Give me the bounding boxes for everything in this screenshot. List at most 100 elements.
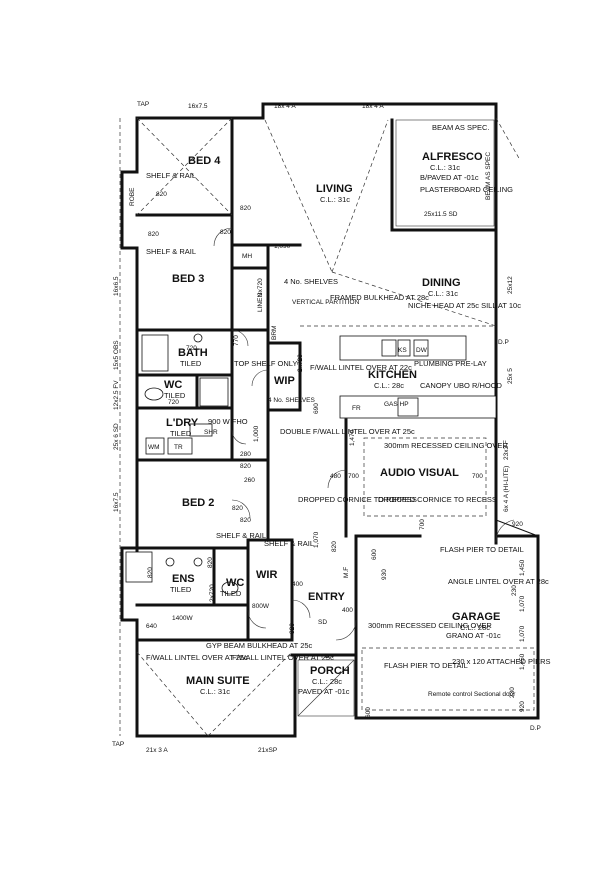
note-angle-lintel: ANGLE LINTEL OVER AT 28c bbox=[448, 577, 549, 586]
note-tr: TR bbox=[174, 444, 183, 451]
dim-int-41: 820 bbox=[147, 567, 154, 578]
alfresco-ceiling: PLASTERBOARD CEILING bbox=[420, 185, 513, 194]
note-shelf-d: SHELF & RAIL bbox=[264, 539, 314, 548]
note-double-lintel: DOUBLE F/WALL LINTEL OVER AT 25c bbox=[280, 427, 415, 436]
note-top-shelf: TOP SHELF ONLY bbox=[234, 359, 297, 368]
note-sd: 25x11.5 SD bbox=[424, 211, 458, 218]
dim-int-23: 820 bbox=[331, 541, 338, 552]
dim-int-8: 720 bbox=[186, 345, 197, 352]
dim-int-25: 930 bbox=[381, 569, 388, 580]
internal-dimensions: 820 820 820 820 1,090 3x720 770 720 720 … bbox=[146, 191, 526, 718]
dim-right-3: 6x 4 A (HI-LITE) bbox=[503, 466, 510, 512]
dim-int-37: 820 bbox=[207, 557, 214, 568]
note-flash-1: FLASH PIER TO DETAIL bbox=[440, 545, 524, 554]
note-flash-2: FLASH PIER TO DETAIL bbox=[384, 661, 468, 670]
note-remote: Remote control Sectional door bbox=[428, 691, 516, 698]
note-shelf-c: SHELF & RAIL bbox=[216, 531, 266, 540]
dim-int-5: 3x720 bbox=[257, 278, 264, 296]
dim-left-1: 15x5 OBS bbox=[113, 340, 120, 370]
fixtures bbox=[119, 117, 539, 737]
dining-cl: C.L.: 31c bbox=[428, 289, 458, 298]
dim-right-0: 25x12 bbox=[507, 276, 514, 294]
dim-int-30: 1,070 bbox=[519, 625, 526, 642]
room-alfresco: ALFRESCO bbox=[422, 151, 483, 163]
dim-int-36: 640 bbox=[146, 623, 157, 630]
living-cl: C.L.: 31c bbox=[320, 195, 350, 204]
dim-left-0: 16x6.5 bbox=[113, 276, 120, 296]
dim-left-3: 25x 6 SD bbox=[113, 423, 120, 450]
room-dining: DINING bbox=[422, 277, 461, 289]
wc1-tiled: TILED bbox=[164, 391, 186, 400]
note-fho: 900 W FHO bbox=[208, 417, 248, 426]
dim-right-2: 23x3 F bbox=[503, 440, 510, 460]
dim-bottom-0: 21x 3 A bbox=[146, 747, 168, 754]
dim-top-1: 16x7.5 bbox=[188, 103, 208, 110]
dim-int-20: 700 bbox=[472, 473, 483, 480]
note-recessed-av: 300mm RECESSED CEILING OVER bbox=[384, 441, 508, 450]
bath-tiled: TILED bbox=[180, 359, 202, 368]
room-wc2: WC bbox=[226, 577, 244, 589]
room-labels: BED 4 BED 3 BED 2 LIVING C.L.: 31c ALFRE… bbox=[164, 151, 513, 696]
room-wc1: WC bbox=[164, 379, 182, 391]
dim-int-27: 1,450 bbox=[519, 559, 526, 576]
dim-int-0: 820 bbox=[156, 191, 167, 198]
note-dw: DW bbox=[416, 347, 428, 354]
outer-walls bbox=[120, 102, 540, 738]
kitchen-cl: C.L.: 28c bbox=[374, 381, 404, 390]
dim-int-26: 920 bbox=[512, 521, 523, 528]
dim-int-21: 700 bbox=[419, 519, 426, 530]
dim-top-0: TAP bbox=[137, 101, 149, 108]
dim-int-34: 400 bbox=[292, 581, 303, 588]
dim-int-32: 230 bbox=[509, 687, 516, 698]
note-beam-v: BEAM AS SPEC bbox=[485, 152, 492, 200]
note-cornice-av: DROPPED CORNICE TO RECESS bbox=[378, 495, 497, 504]
note-beam: BEAM AS SPEC. bbox=[432, 123, 490, 132]
note-wm: WM bbox=[148, 444, 160, 451]
dim-int-39: 2x720 bbox=[209, 584, 216, 602]
dim-int-12: 2x720 bbox=[297, 354, 304, 372]
note-lintel-b: F/WALL LINTEL OVER AT 25c bbox=[232, 653, 334, 662]
room-ldry: L'DRY bbox=[166, 417, 199, 429]
room-wir: WIR bbox=[256, 569, 277, 581]
dim-left-4: 16x7.5 bbox=[113, 492, 120, 512]
dim-int-40: 600 bbox=[365, 707, 372, 718]
garage-grano: GRANO AT -01c bbox=[446, 631, 501, 640]
room-main-suite: MAIN SUITE bbox=[186, 675, 250, 687]
dim-int-2: 820 bbox=[148, 231, 159, 238]
dim-int-35: 400 bbox=[342, 607, 353, 614]
dim-int-11: 820 bbox=[232, 505, 243, 512]
room-wip: WIP bbox=[274, 375, 295, 387]
dim-int-29: 1,070 bbox=[519, 595, 526, 612]
note-lintel-a: F/WALL LINTEL OVER AT 25c bbox=[146, 653, 248, 662]
note-linen: LINEN bbox=[257, 293, 264, 312]
room-ens: ENS bbox=[172, 573, 195, 585]
room-bath: BATH bbox=[178, 347, 208, 359]
dim-int-6: 770 bbox=[233, 335, 240, 346]
note-mh: MH bbox=[242, 253, 252, 260]
note-niche: NICHE HEAD AT 25c SILL AT 10c bbox=[408, 301, 521, 310]
note-dp2: D.P bbox=[530, 725, 541, 732]
porch-cl: C.L.: 28c bbox=[312, 677, 342, 686]
note-dp: D.P bbox=[498, 339, 509, 346]
dimension-labels: TAP 16x7.5 18x 4 A 18x 4 A 25x12 25x 5 2… bbox=[112, 101, 514, 754]
room-bed3: BED 3 bbox=[172, 273, 204, 285]
dim-bottom-1: 21xSP bbox=[258, 747, 277, 754]
room-living: LIVING bbox=[316, 183, 353, 195]
note-shelf-a: SHELF & RAIL bbox=[146, 171, 196, 180]
dim-int-28: 230 bbox=[511, 585, 518, 596]
dim-int-4: 1,090 bbox=[274, 243, 291, 250]
dim-int-14: 1,470 bbox=[349, 429, 356, 446]
dim-int-15: 1,000 bbox=[253, 425, 260, 442]
note-shr: SHR bbox=[204, 429, 218, 436]
note-bulkhead: FRAMED BULKHEAD AT 28c bbox=[330, 293, 429, 302]
dim-int-19: 700 bbox=[348, 473, 359, 480]
note-gas: GAS HP bbox=[384, 401, 409, 408]
room-bed4: BED 4 bbox=[188, 155, 221, 167]
note-1400w: 1400W bbox=[172, 615, 193, 622]
room-kitchen: KITCHEN bbox=[368, 369, 417, 381]
dim-left-2: 12x2.5 FV bbox=[113, 380, 120, 410]
dim-int-24: 600 bbox=[371, 549, 378, 560]
room-porch: PORCH bbox=[310, 665, 350, 677]
note-mf: M.F bbox=[343, 567, 350, 578]
